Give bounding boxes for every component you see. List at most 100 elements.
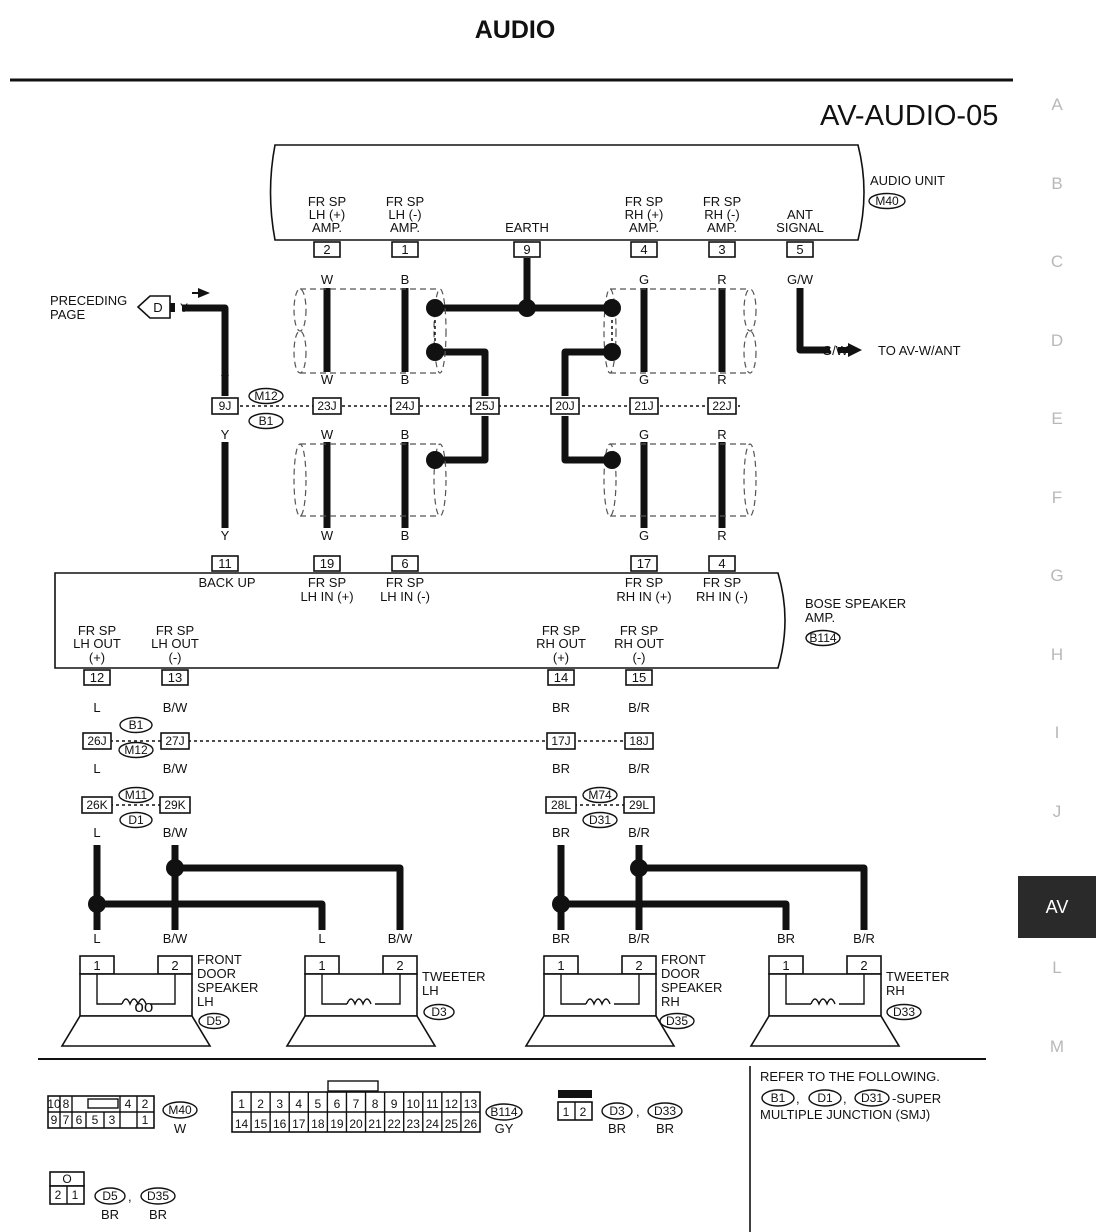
au-pin-5: 5	[786, 241, 814, 258]
index-tab-m[interactable]: M	[1049, 1036, 1065, 1056]
connector-m74: M74	[588, 788, 612, 802]
b114-cell-bottom-2: 16	[273, 1117, 287, 1131]
side-index: A B C D E F G H I J AV L M	[1018, 95, 1096, 1115]
index-tab-b[interactable]: B	[1051, 173, 1063, 193]
legend-note-b1-badge	[761, 1089, 795, 1107]
connector-b1-a: B1	[259, 414, 274, 428]
b114-cell-bottom-10: 24	[426, 1117, 440, 1131]
svg-text:8: 8	[63, 1097, 70, 1111]
b114-cell-top-9: 10	[407, 1097, 421, 1111]
connector-m12-b: M12	[124, 743, 148, 757]
bose-out4-l1: FR SP	[620, 623, 658, 638]
wire-color-bw-b: B/W	[163, 761, 188, 776]
connector-badge-m12-b	[118, 741, 154, 759]
bose-in4-l2: RH IN (+)	[616, 589, 671, 604]
au-pin-2: 2	[313, 241, 341, 258]
ant-arrow	[848, 343, 862, 357]
upper-shield	[293, 288, 757, 374]
wire-color-bdr-c: B/R	[628, 825, 650, 840]
svg-text:4: 4	[640, 242, 647, 257]
index-tab-i[interactable]: I	[1054, 723, 1060, 742]
junction-23j: 23J	[312, 397, 342, 415]
bose-label-2: AMP.	[805, 610, 835, 625]
au-t1-l1: FR SP	[308, 194, 346, 209]
svg-text:29K: 29K	[164, 798, 185, 812]
legend-d5-face: O 2 1	[49, 1171, 85, 1205]
svg-text:2: 2	[171, 958, 178, 973]
svg-text:6: 6	[76, 1113, 83, 1127]
svg-text:9J: 9J	[219, 399, 232, 413]
wire-color-r2: R	[717, 372, 726, 387]
bose-out2-l2: LH OUT	[151, 636, 199, 651]
spk3-connector-badge	[659, 1012, 695, 1030]
wire-color-r4: R	[717, 528, 726, 543]
index-tab-f[interactable]: F	[1051, 487, 1063, 507]
index-tab-l[interactable]: L	[1052, 958, 1062, 977]
junction-21j: 21J	[629, 397, 659, 415]
legend-d33-color: BR	[656, 1121, 674, 1136]
bose-pin-11: 11	[211, 555, 239, 572]
svg-text:11: 11	[218, 556, 232, 571]
legend-d35-color: BR	[149, 1207, 167, 1222]
bose-amp-box	[54, 572, 786, 669]
au-t6-l2: ANT	[787, 207, 813, 222]
spk1-connector: D5	[206, 1014, 222, 1028]
au-pin-3: 3	[708, 241, 736, 258]
legend-m40-connector: M40	[168, 1103, 192, 1117]
speaker-tweeter-lh: 1 2	[285, 955, 437, 1047]
b114-cell-top-0: 1	[238, 1097, 245, 1111]
au-pin-4: 4	[630, 241, 658, 258]
svg-text:26K: 26K	[86, 798, 107, 812]
wire-color-b2: B	[401, 372, 410, 387]
au-pin-9: 9	[513, 241, 541, 258]
au-t5-l2: RH (-)	[704, 207, 739, 222]
index-tab-d[interactable]: D	[1050, 330, 1064, 350]
junction-29k: 29K	[159, 796, 191, 814]
svg-text:24J: 24J	[395, 399, 414, 413]
b114-cell-bottom-6: 20	[349, 1117, 363, 1131]
legend-note-sep2: ,	[843, 1091, 847, 1106]
index-tab-h[interactable]: H	[1050, 644, 1064, 664]
wire-color-g4: G	[639, 528, 649, 543]
b114-cell-bottom-0: 14	[235, 1117, 249, 1131]
index-tab-av[interactable]: AV	[1018, 876, 1096, 938]
b114-cell-bottom-4: 18	[311, 1117, 325, 1131]
index-tab-e[interactable]: E	[1051, 409, 1063, 428]
svg-text:3: 3	[718, 242, 725, 257]
b114-cell-bottom-3: 17	[292, 1117, 306, 1131]
wire-color-y2: Y	[221, 372, 230, 387]
legend-d5-sep: ,	[128, 1189, 132, 1204]
index-tab-a[interactable]: A	[1051, 95, 1063, 114]
svg-text:17: 17	[637, 556, 651, 571]
svg-text:1: 1	[563, 1105, 570, 1119]
svg-text:18J: 18J	[629, 734, 648, 748]
upper-splices	[426, 299, 621, 361]
b114-cell-top-12: 13	[464, 1097, 478, 1111]
junction-18j: 18J	[624, 732, 654, 750]
wire-color-y3: Y	[221, 427, 230, 442]
legend-d35-connector: D35	[147, 1189, 169, 1203]
bose-out3-l1: FR SP	[542, 623, 580, 638]
legend-d5-color: BR	[101, 1207, 119, 1222]
au-t3-l3: EARTH	[505, 220, 549, 235]
wire-color-b1: B	[401, 272, 410, 287]
index-tab-j[interactable]: J	[1052, 801, 1062, 821]
preceding-stub	[170, 303, 175, 312]
connector-badge-m74	[582, 786, 618, 804]
index-tab-g[interactable]: G	[1050, 566, 1064, 585]
ant-destination[interactable]: TO AV-W/ANT	[878, 343, 961, 358]
wire-color-g2: G	[639, 372, 649, 387]
wire-color-gw1: G/W	[787, 272, 814, 287]
wire-color-r1: R	[717, 272, 726, 287]
upper-wires	[182, 258, 830, 396]
spk1-l2: DOOR	[197, 966, 236, 981]
svg-text:23J: 23J	[317, 399, 336, 413]
spk2-connector-badge	[423, 1003, 455, 1021]
legend-note-d1: D1	[817, 1091, 833, 1105]
connector-b1-b: B1	[129, 718, 144, 732]
au-t4-l3: AMP.	[629, 220, 659, 235]
preceding-arrow	[198, 288, 210, 298]
index-tab-c[interactable]: C	[1050, 252, 1064, 271]
speaker-front-door-rh: 1 2	[524, 955, 676, 1047]
spk3-l4: RH	[661, 994, 680, 1009]
